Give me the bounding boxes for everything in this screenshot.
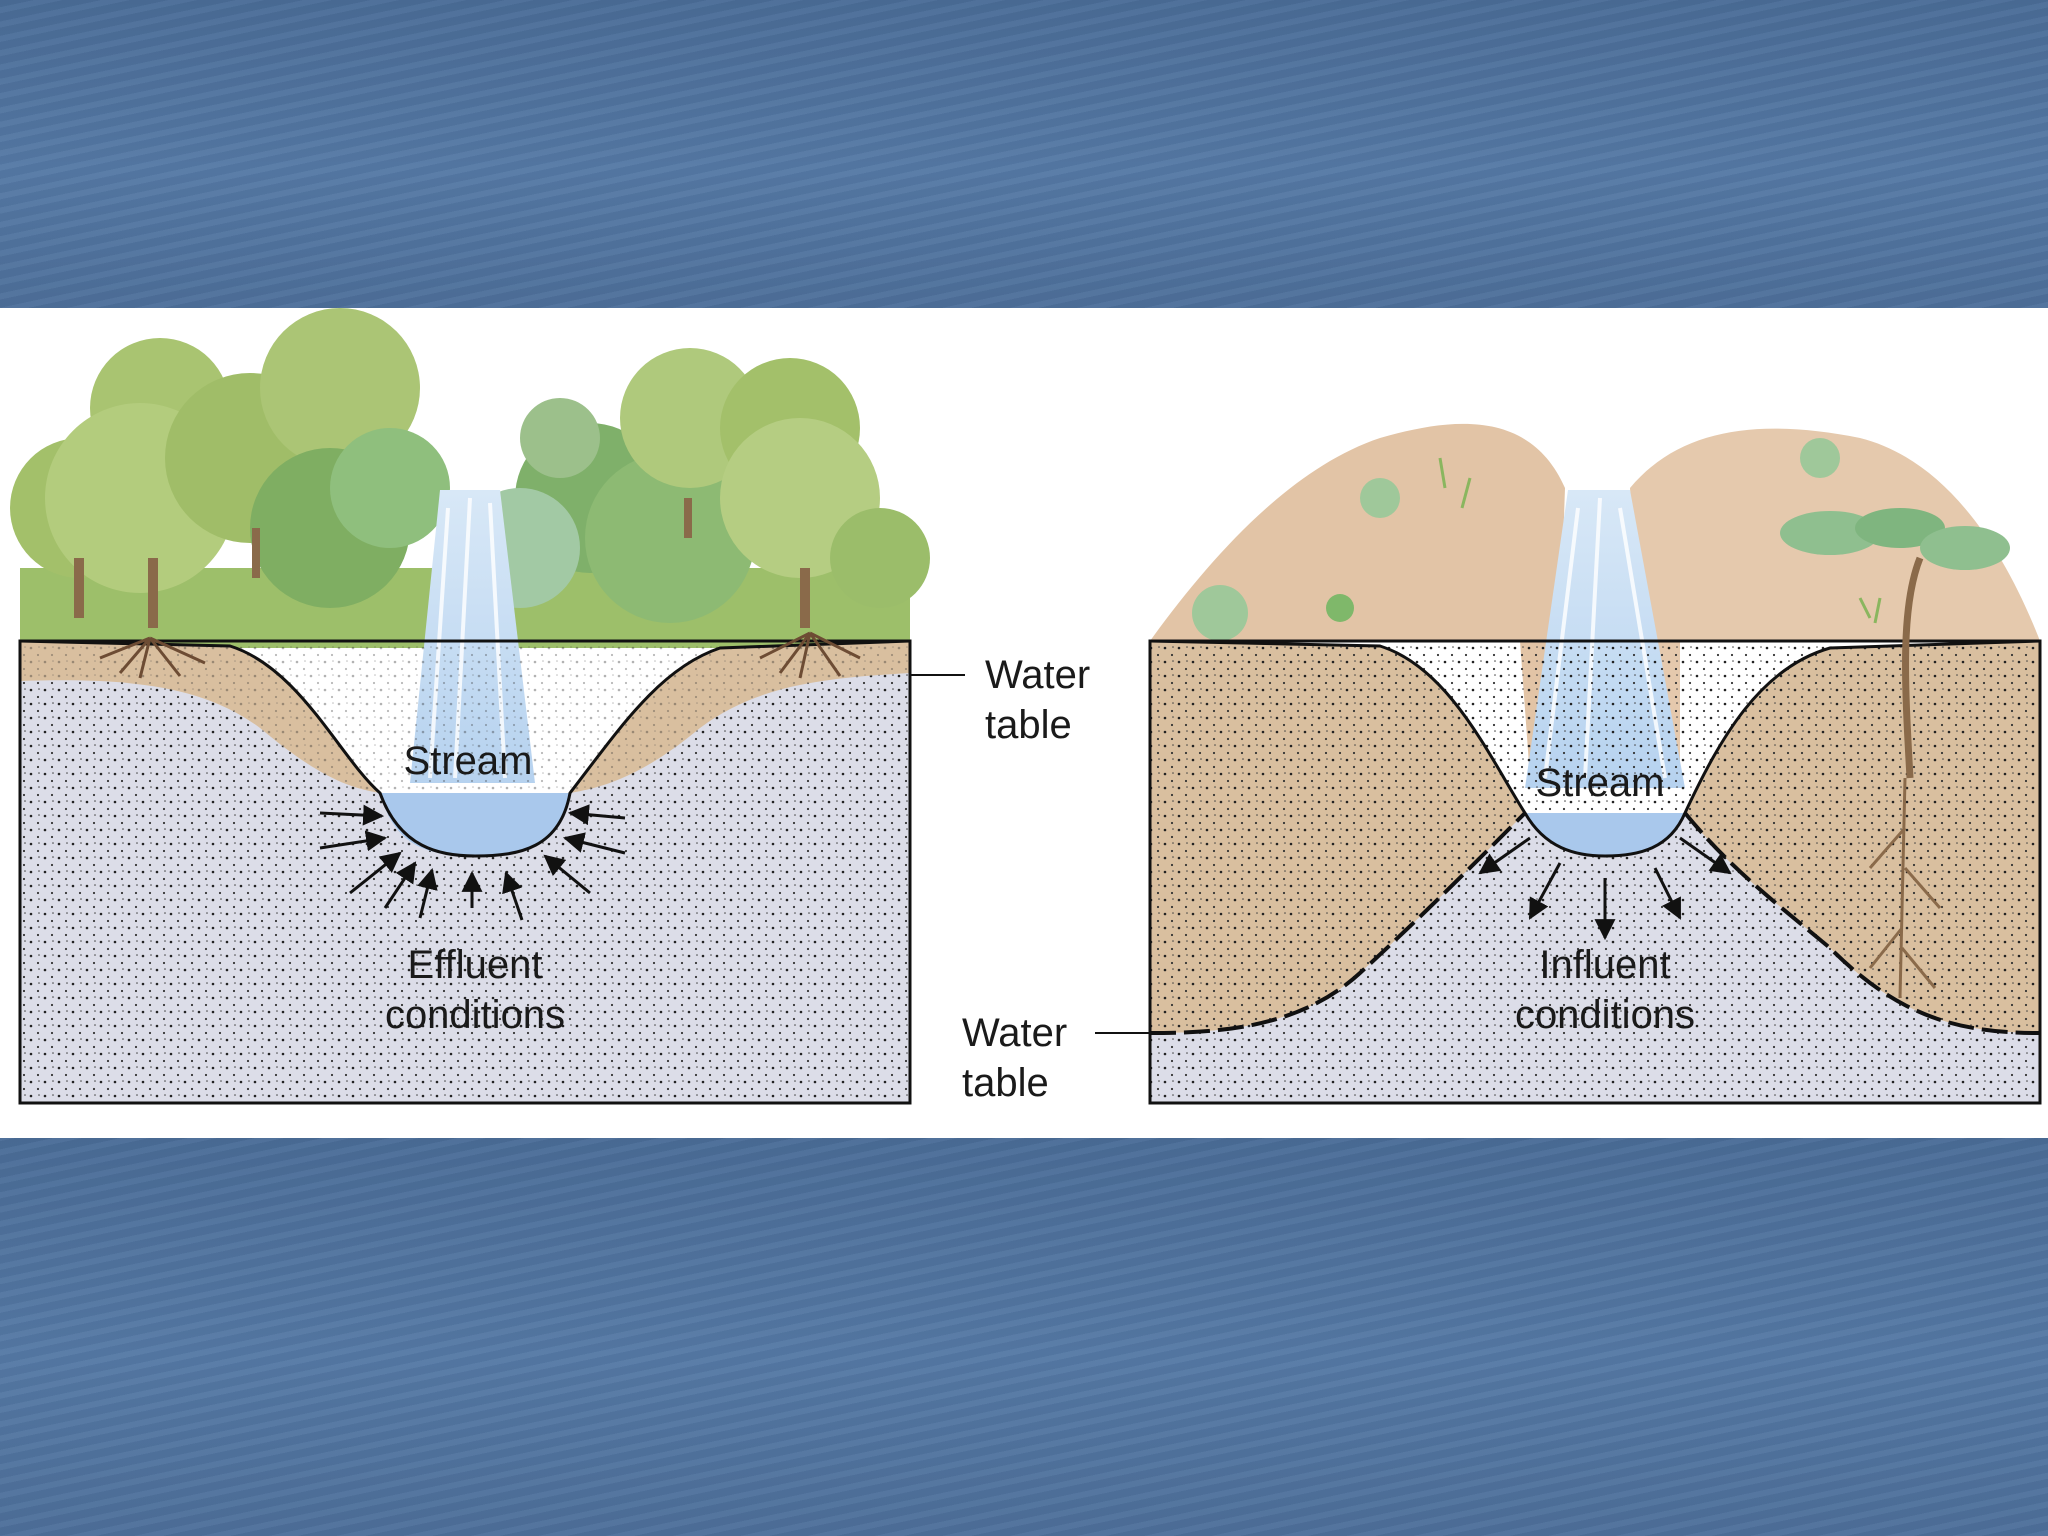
water-table-top-line1: Water <box>985 653 1090 697</box>
stream-water-right <box>1525 813 1685 856</box>
water-table-top-line2: table <box>985 703 1072 747</box>
effluent-label-line1: Effluent <box>408 943 543 987</box>
tree-roots-left <box>99 636 206 679</box>
effluent-flow-arrows <box>319 804 626 921</box>
tree-roots-right <box>759 631 861 679</box>
influent-label-line1: Influent <box>1539 943 1670 987</box>
stream-water-left <box>380 793 570 856</box>
stream-label-right: Stream <box>1536 761 1665 805</box>
forest-vegetation <box>10 308 930 648</box>
figure-panel: Stream Effluent conditions Water table W… <box>0 308 2048 1138</box>
slide-background-top <box>0 0 2048 308</box>
effluent-diagram: Stream Effluent conditions <box>10 308 930 1105</box>
effluent-label-line2: conditions <box>385 993 565 1037</box>
water-table-bottom-line2: table <box>962 1061 1049 1105</box>
influent-label-line2: conditions <box>1515 993 1695 1037</box>
tall-tree <box>1780 508 2010 999</box>
water-table-callout-top: Water table <box>910 653 1090 747</box>
influent-diagram: Stream Influent conditions <box>1148 423 2042 1105</box>
slide-background-bottom <box>0 1138 2048 1536</box>
influent-flow-arrows <box>1478 836 1732 941</box>
diagram-svg: Stream Effluent conditions Water table W… <box>10 308 2042 1105</box>
dry-hill-right <box>1630 428 2040 778</box>
water-table-bottom-line1: Water <box>962 1011 1067 1055</box>
dry-hill-left <box>1150 423 1565 778</box>
water-table-callout-bottom: Water table <box>962 1011 1150 1105</box>
stream-label-left: Stream <box>404 739 533 783</box>
